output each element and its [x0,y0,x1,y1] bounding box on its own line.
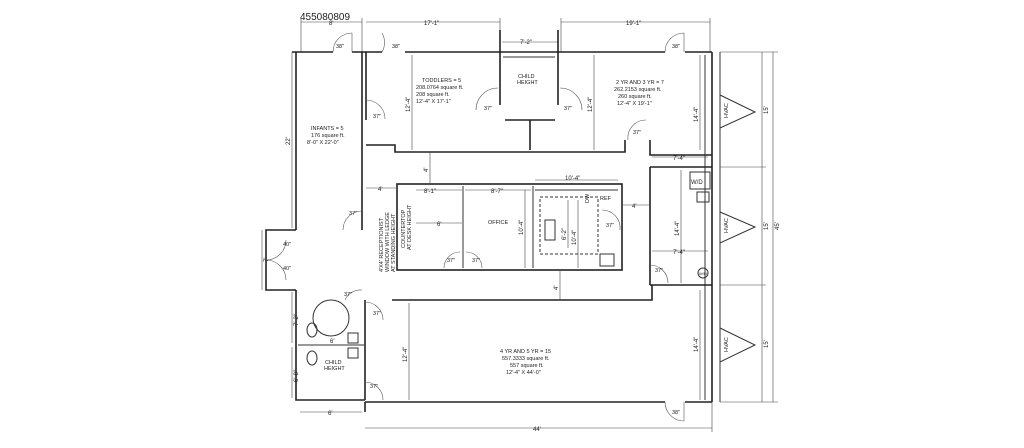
rooms-four-five-line4-text: 12'-4" X 44'-0" [506,370,541,376]
doors-d37-text: 37" [484,106,492,112]
rooms-reception-line1-text: 4'X4' RECEPTIONIST [379,217,385,272]
dimensions-toddlers-height-text: 12'-4" [588,97,594,112]
top-dimensions: 8' 17'-1" 7'-2" 19'-1" [300,18,711,52]
dimensions-kitchen-h2-text: 10'-4" [572,230,578,245]
doors-d40-text: 40" [283,242,291,248]
rooms-wh-text: W/H [699,271,707,276]
doors-d37-text: 37" [606,223,614,229]
dimensions-laundry-top-text: 7'-4" [673,156,685,162]
doors-d37-text: 37" [370,384,378,390]
rooms-toddlers-line3-text: 208 square ft. [416,92,450,98]
dimensions-laundry-bottom-text: 7'-4" [673,250,685,256]
doors-d40-text: 40" [283,266,291,272]
rooms-wd-text: W/D [691,180,703,186]
rooms-two-three-line3-text: 260 square ft. [618,94,652,100]
dimensions-hvac-2-text: 15' [764,222,770,230]
dimensions-top-two-three-text: 19'-1" [626,21,641,27]
dimensions-infants-height-text: 22' [286,137,292,145]
rooms-child-height-bottom-line2-text: HEIGHT [324,366,345,372]
dimensions-corridor-bottom-text: 4' [554,286,560,290]
doors-d38-text: 38" [336,44,344,50]
rooms-toddlers-line4-text: 12'-4" X 17'-1" [416,99,451,105]
hvac-units: HVAC HVAC HVAC 15' 15' 15' 45' [719,51,781,403]
infants-label: INFANTS = 5 [311,126,344,132]
dimensions-top-infants-text: 8' [329,21,333,27]
rooms-four-five-line3-text: 557 square ft. [510,363,544,369]
rooms-infants-line3-text: 8'-0" X 22'-0" [307,140,339,146]
dimensions-toddlers-height-text: 12'-4" [406,97,412,112]
rooms-hvac-text: HVAC [724,337,730,352]
dimensions-bath-upper-text: 7'-2" [294,314,300,326]
dimensions-bath-mid-text: 6' [330,339,334,345]
doors-d37-text: 37" [373,114,381,120]
dimensions-top-bath-text: 7'-2" [520,40,532,46]
rooms-dw-text: DW [585,193,591,203]
rooms-four-five-line2-text: 557.3333 square ft. [502,356,550,362]
rooms-infants-line2-text: 176 square ft. [311,133,345,139]
dimensions-corridor-top-text: 4' [424,168,430,172]
rooms-two-three-line4-text: 12'-4" X 19'-1" [617,101,652,107]
doors-d38-text: 38" [672,44,680,50]
hvac-icon [719,327,757,363]
dimensions-bottom-left-text: 6' [328,411,332,417]
dimensions-kitchen-h1-text: 6'-2" [562,228,568,240]
hvac-icon [719,94,757,129]
rooms-ref-text: REF [600,196,612,202]
dimensions-laundry-height-text: 14'-4" [675,221,681,236]
doors-d37-text: 37" [373,311,381,317]
dimensions-four-five-height-text: 12'-4" [403,347,409,362]
dimensions-kitchen-width-text: 10'-4" [565,176,580,182]
doors [265,32,685,422]
dimensions-two-three-height-text: 14'-4" [694,107,700,122]
hvac-icon [719,211,757,244]
dimensions-right-lower-text: 14'-4" [694,337,700,352]
dimensions-bottom-overall-text: 44' [533,427,541,433]
dimensions-overall-right-text: 45' [775,222,781,230]
dimensions-top-toddlers-text: 17'-1" [424,21,439,27]
door-labels: 38" 38" 38" 37" 37" 37" 37" 37" 37" 37" … [283,44,680,416]
dimensions-corridor-left-text: 4' [378,187,382,193]
doors-d37-text: 37" [472,258,480,264]
doors-d38-text: 38" [392,44,400,50]
dimensions-corridor-right-text: 4' [632,204,636,210]
dimensions-office-inner-text: 6' [437,222,441,228]
rooms-toddlers-line2-text: 208.0764 square ft. [416,85,464,91]
dimensions-hvac-3-text: 15' [764,340,770,348]
dimensions-bath-lower-text: 6'-8" [294,370,300,382]
rooms-reception-line3-text: AT STANDING HEIGHT [391,213,397,272]
two-three-label: 2 YR AND 3 YR = 7 [616,80,664,86]
rooms-countertop-line1-text: COUNTERTOP [401,209,407,248]
dimensions-office-right-text: 8'-7" [491,189,503,195]
room-labels: INFANTS = 5 176 square ft. 8'-0" X 22'-0… [307,74,709,376]
rooms-child-height-top-line2-text: HEIGHT [517,80,538,86]
rooms-child-height-top-line1-text: CHILD [518,74,535,80]
doors-d37-text: 37" [447,258,455,264]
dimensions-hvac-1-text: 15' [764,106,770,114]
dimensions-office-height-text: 10'-4" [519,220,525,235]
four-five-label: 4 YR AND 5 YR = 15 [500,349,551,355]
walls [265,30,721,412]
rooms-hvac-text: HVAC [724,218,730,233]
interior-dimensions: 22' 12'-4" 12'-4" 14'-4" 4' 4' 4' 4' 8'-… [261,52,713,433]
plan-id: 455080809 [300,12,350,23]
rooms-child-height-bottom-line1-text: CHILD [325,360,342,366]
doors-d37-text: 37" [564,106,572,112]
dimensions-entry-text: 7' [264,258,270,262]
doors-d37-text: 37" [344,292,352,298]
doors-d38-text: 38" [672,410,680,416]
rooms-reception-line2-text: WINDOW WITH LEDGE [385,212,391,272]
doors-d37-text: 37" [633,130,641,136]
doors-d37-text: 37" [655,268,663,274]
dimensions-office-left-text: 8'-1" [424,189,436,195]
rooms-hvac-text: HVAC [724,103,730,118]
rooms-countertop-line2-text: AT DESK HEIGHT [407,204,413,250]
office-label: OFFICE [488,220,508,226]
rooms-two-three-line2-text: 262.2153 square ft. [614,87,662,93]
doors-d37-text: 37" [349,211,357,217]
toddlers-label: TODDLERS = 5 [422,78,461,84]
